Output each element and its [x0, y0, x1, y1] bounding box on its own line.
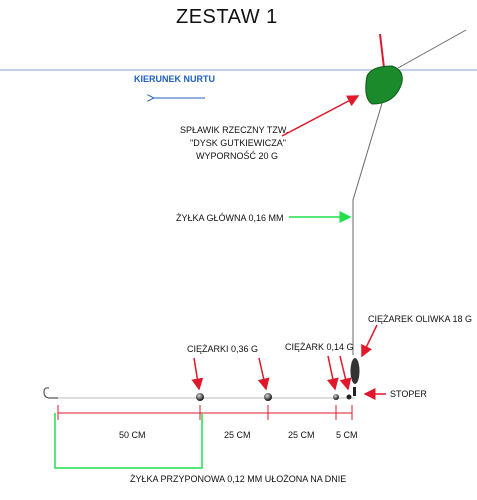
- float-icon: [365, 65, 403, 105]
- split-shot-icon: [264, 393, 272, 401]
- float-label-line2: "DYSK GUTKIEWICZA": [190, 138, 286, 148]
- distance-label-25a: 25 CM: [224, 430, 251, 440]
- weights-036-label: CIĘŻARKI 0,36 G: [187, 344, 259, 354]
- hook-icon: [43, 387, 58, 399]
- shot36-pointer-a: [191, 357, 204, 391]
- split-shot-icon: [196, 393, 204, 401]
- stopper-icon: [353, 387, 356, 396]
- leader-line-label: ŻYŁKA PRZYPONOWA 0,12 MM UŁOŻONA NA DNIE: [130, 474, 347, 484]
- weight-014-label: CIĘŻARK 0,14 G: [285, 342, 354, 352]
- float-label-line3: WYPORNOŚĆ 20 G: [196, 151, 279, 161]
- diagram-title: ZESTAW 1: [176, 6, 278, 28]
- main-line: [352, 99, 384, 355]
- shot14-pointer-b: [339, 355, 352, 391]
- current-direction-label: KIERUNEK NURTU: [134, 74, 215, 84]
- float-pointer-arrow: [281, 95, 360, 137]
- float-antenna: [379, 33, 385, 69]
- stopper-label: STOPER: [390, 389, 427, 399]
- shot14-pointer-a: [326, 355, 339, 391]
- split-shot-icon: [333, 394, 339, 400]
- distance-bracket: [57, 405, 353, 420]
- rod-line: [397, 29, 467, 69]
- float-label-line1: SPŁAWIK RZECZNY TZW.: [180, 125, 289, 135]
- leader-length-box: [54, 413, 203, 469]
- distance-label-25b: 25 CM: [288, 430, 315, 440]
- shot36-pointer-b: [257, 357, 270, 391]
- distance-label-50: 50 CM: [119, 430, 146, 440]
- olive-weight-icon: [350, 358, 360, 384]
- split-shot-icon: [346, 394, 352, 400]
- olive-pointer-arrow: [361, 324, 378, 358]
- distance-label-5: 5 CM: [336, 430, 358, 440]
- main-line-label: ŻYŁKA GŁÓWNA 0,16 MM: [176, 213, 284, 223]
- olive-weight-label: CIĘŻAREK OLIWKA 18 G: [368, 314, 473, 324]
